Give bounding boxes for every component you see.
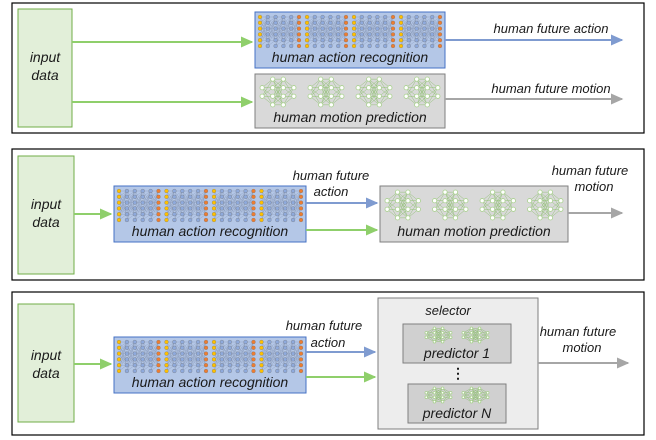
future-motion-label-line-2: motion [562,340,601,355]
neural-network-graph-icon [424,326,490,344]
motion-prediction-box: human motion prediction [379,185,569,243]
panel-2: input data human action recognition huma… [11,148,645,281]
recognition-label: human action recognition [272,49,429,65]
panel-3: input data human action recognition huma… [11,291,645,436]
recognition-label: human action recognition [132,223,289,239]
convolutional-network-icon [257,14,443,49]
input-data-box: input data [17,155,75,275]
neural-network-graph-icon [424,386,490,404]
input-label-line-2: data [32,214,59,230]
panel-1: input data human action recognition huma… [11,2,645,134]
motion-prediction-box: human motion prediction [254,73,446,129]
neural-network-graph-icon [384,189,564,221]
future-motion-label-line-1: human future [552,163,629,178]
action-recognition-box: human action recognition [254,11,446,69]
prediction-label: human motion prediction [273,109,427,125]
convolutional-network-icon [116,188,304,223]
input-data-box: input data [17,8,73,128]
predictor-1-box: predictor 1 [402,323,512,364]
input-label-line-2: data [32,365,59,381]
future-action-label-line-1: human future [293,168,370,183]
input-label-line-2: data [31,67,58,83]
recognition-label: human action recognition [132,374,289,390]
future-action-label-line-2: action [311,335,346,350]
action-recognition-box: human action recognition [113,185,307,243]
input-label-line-1: input [31,347,62,363]
convolutional-network-icon [116,339,304,374]
input-data-box: input data [17,303,75,423]
action-recognition-box: human action recognition [113,336,307,394]
selector-label: selector [425,303,471,318]
predictor-n-box: predictor N [407,383,507,424]
future-action-output-label: human future action [494,21,609,36]
input-label-line-1: input [30,49,61,65]
predictor-1-label: predictor 1 [423,345,490,361]
future-action-label-line-2: action [314,184,349,199]
selector-box: selector predictor 1 ⋮ predictor N [377,297,539,430]
neural-network-graph-icon [259,76,441,108]
future-motion-label-line-1: human future [540,324,617,339]
future-action-label-line-1: human future [286,318,363,333]
future-motion-output-label: human future motion [491,81,610,96]
future-motion-label-line-2: motion [574,179,613,194]
prediction-label: human motion prediction [397,223,551,239]
input-label-line-1: input [31,196,62,212]
more-predictors-ellipsis: ⋮ [451,365,465,381]
predictor-n-label: predictor N [422,405,492,421]
